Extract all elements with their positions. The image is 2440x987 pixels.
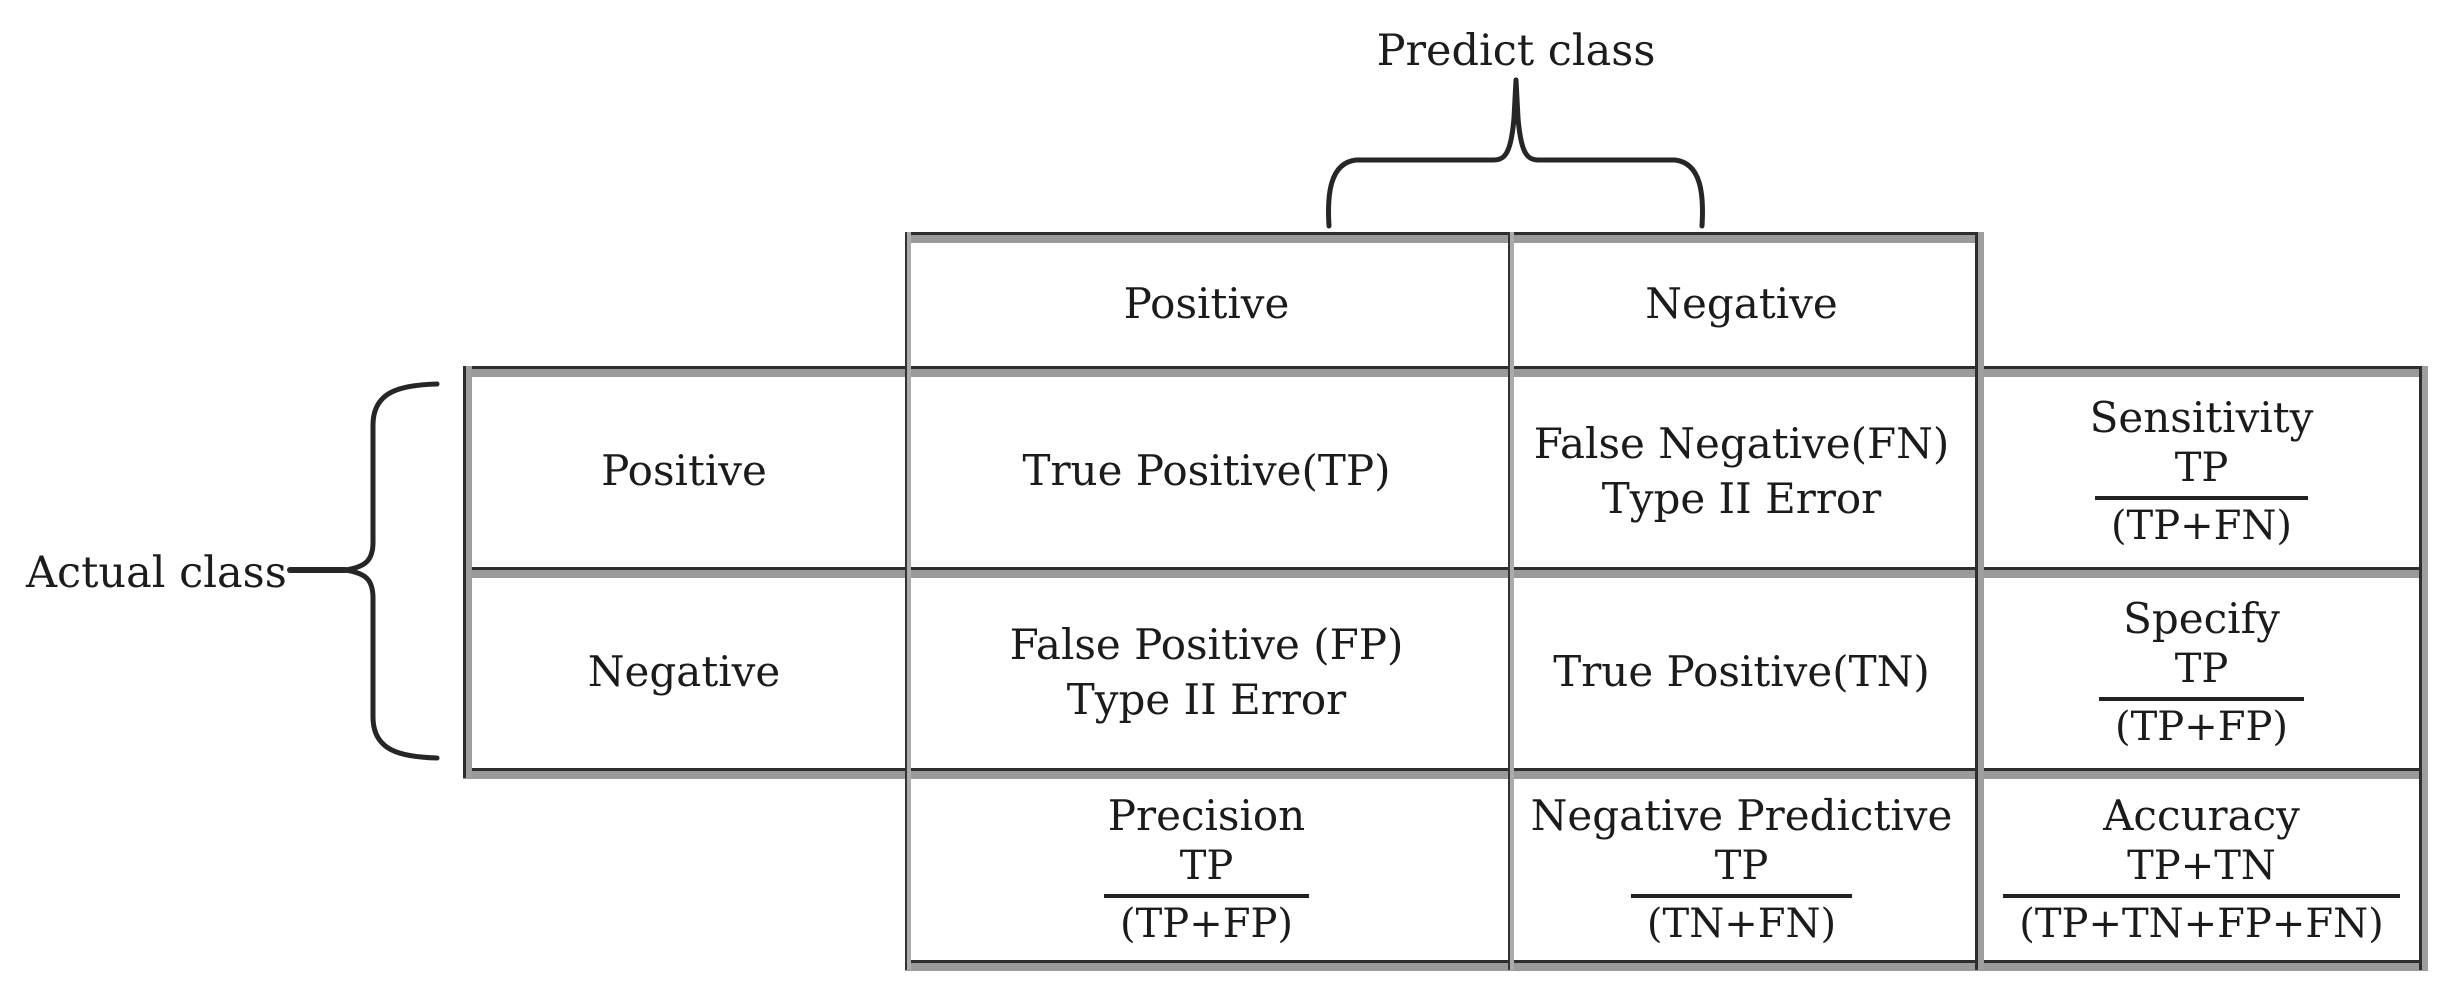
fraction-numerator: TP (1179, 842, 1234, 889)
predict-brace-right-half (1513, 77, 1705, 229)
metric-negative-predictive: Negative Predictive TP (TN+FN) (1508, 779, 1975, 960)
metrics-row-bottom-line (905, 960, 2428, 971)
fraction-numerator: TP (2174, 444, 2229, 491)
predict-class-label: Predict class (1376, 26, 1656, 76)
table-right-border (2419, 366, 2428, 970)
fraction-denominator: (TP+TN+FP+FN) (2003, 893, 2400, 948)
actual-brace-top-half (342, 381, 440, 573)
actual-brace-bottom-half (342, 567, 440, 761)
cell-false-negative: False Negative(FN) Type II Error (1533, 418, 1950, 523)
cell-true-negative: True Positive(TN) (1553, 647, 1930, 697)
table-left-border (463, 366, 472, 778)
cell-true-positive: True Positive(TP) (1022, 446, 1391, 496)
fraction-denominator: (TP+FP) (2099, 696, 2304, 751)
column-divider-3 (1975, 232, 1984, 970)
column-divider-2 (1508, 232, 1514, 970)
fraction-denominator: (TP+FP) (1104, 893, 1309, 948)
metric-sensitivity: Sensitivity TP (TP+FN) (1984, 376, 2419, 567)
metric-specificity: Specify TP (TP+FP) (1984, 577, 2419, 768)
column-divider-1 (905, 232, 911, 970)
header-top-line (905, 232, 1984, 243)
actual-class-label: Actual class (26, 548, 287, 598)
header-cell-predict-positive: Positive (1123, 278, 1290, 328)
predict-brace-left-half (1326, 77, 1519, 229)
metric-title: Precision (1107, 791, 1306, 841)
table-top-line (463, 366, 2428, 377)
fraction-denominator: (TP+FN) (2094, 495, 2309, 550)
metric-precision: Precision TP (TP+FP) (905, 779, 1508, 960)
metric-title: Accuracy (2103, 791, 2300, 841)
table-bottom-line (463, 768, 2428, 779)
metric-title: Sensitivity (2089, 393, 2314, 443)
metric-title: Negative Predictive (1530, 791, 1953, 841)
cell-false-positive: False Positive (FP) Type II Error (1009, 619, 1404, 724)
header-cell-predict-negative: Negative (1645, 278, 1838, 328)
row-divider-line (463, 567, 2428, 578)
fraction-numerator: TP (1714, 842, 1769, 889)
fraction-denominator: (TN+FN) (1630, 893, 1853, 948)
fraction-numerator: TP (2174, 645, 2229, 692)
metric-title: Specify (2123, 594, 2280, 644)
row-label-actual-negative: Negative (587, 647, 781, 697)
fraction-numerator: TP+TN (2127, 842, 2276, 889)
metric-accuracy: Accuracy TP+TN (TP+TN+FP+FN) (1984, 779, 2419, 960)
row-label-actual-positive: Positive (601, 446, 767, 496)
